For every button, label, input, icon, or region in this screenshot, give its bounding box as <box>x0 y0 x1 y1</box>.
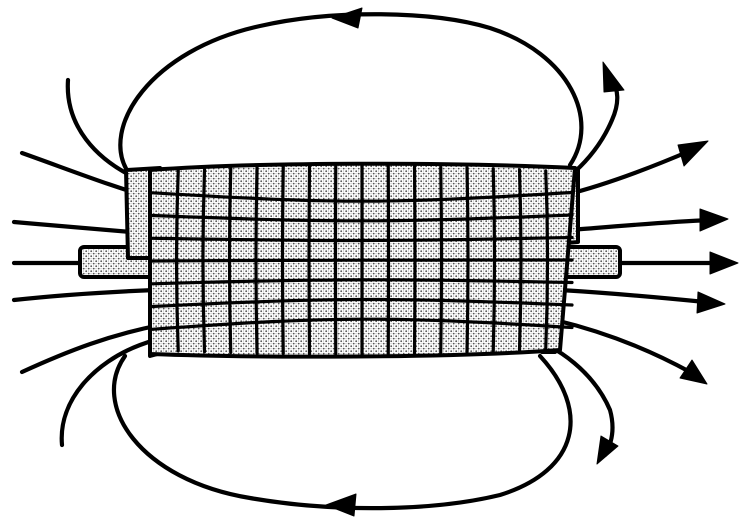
arrow-head-right-3 <box>699 208 729 232</box>
solenoid <box>78 161 622 359</box>
arrow-head-right-4 <box>709 251 739 275</box>
coil-ring <box>150 278 574 286</box>
field-line-bottom-loop <box>111 353 573 511</box>
arrow-head-top <box>331 7 363 29</box>
field-line-right-2 <box>562 147 695 198</box>
arrow-head-right-6 <box>679 359 708 385</box>
coil-ring <box>150 235 574 243</box>
field-arrows <box>325 7 739 517</box>
arrow-head-right-2 <box>677 140 709 167</box>
coil-ring <box>150 190 574 203</box>
coil-ring <box>150 317 574 331</box>
field-line-right-3 <box>567 217 713 233</box>
coil-ring <box>150 213 574 223</box>
field-line-left-6 <box>19 322 163 375</box>
arrow-head-bottom <box>325 493 357 517</box>
field-line-right-6 <box>552 317 693 375</box>
field-line-right-5 <box>557 287 708 305</box>
arrow-head-lower-right <box>596 435 619 465</box>
field-line-left-5 <box>11 287 158 303</box>
arrow-head-upper-right <box>602 61 625 93</box>
coil-ring <box>150 297 574 309</box>
field-line-top-loop <box>118 12 584 175</box>
coil-ring <box>150 258 574 263</box>
arrow-head-right-5 <box>696 291 726 314</box>
coil-winding-grid <box>150 164 574 356</box>
